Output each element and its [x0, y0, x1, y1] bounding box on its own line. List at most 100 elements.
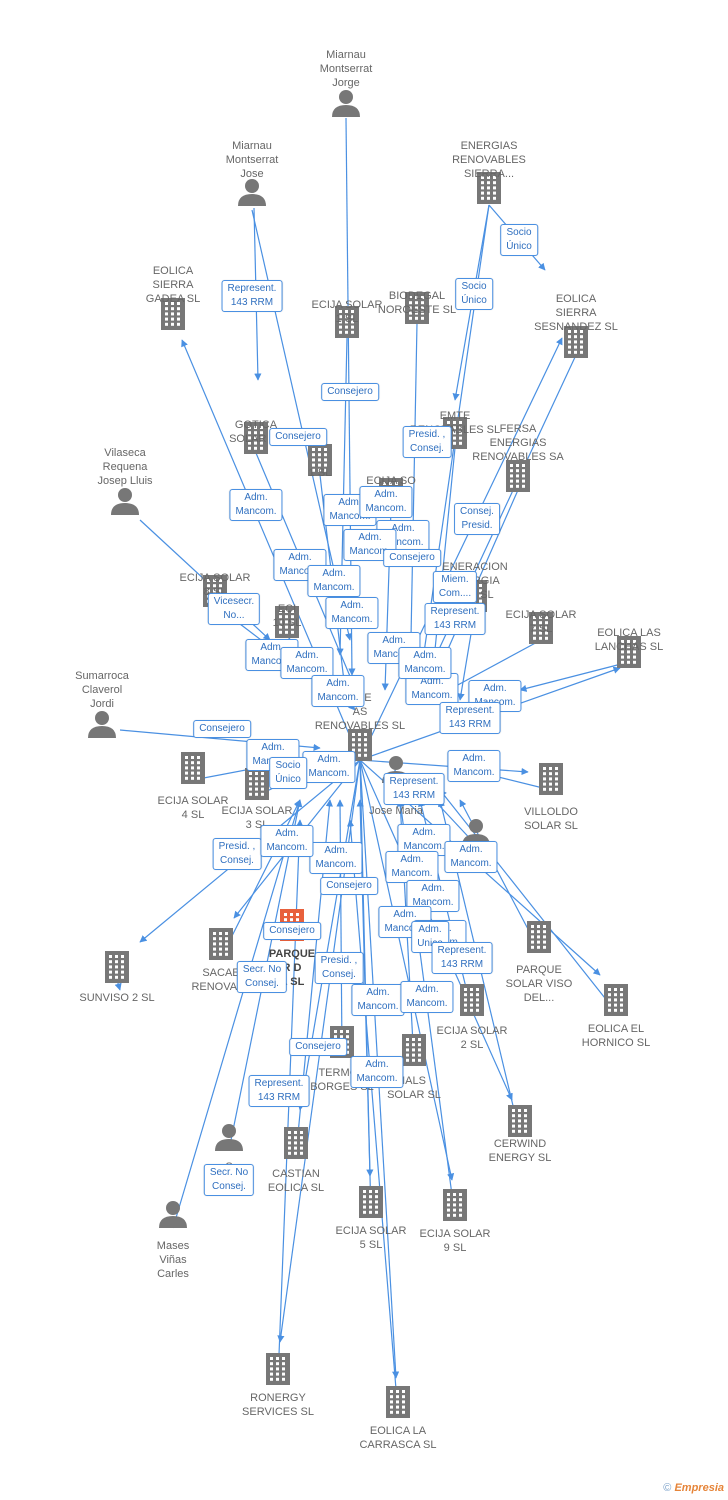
person-icon[interactable]	[332, 90, 360, 117]
relationship-role-label[interactable]: Socio Único	[269, 757, 307, 789]
relationship-role-label[interactable]: Adm. Mancom.	[343, 529, 397, 561]
company-node-label[interactable]: ECIJA SOLAR 8 SL	[179, 572, 251, 598]
building-icon[interactable]	[443, 1189, 467, 1221]
building-icon[interactable]	[105, 951, 129, 983]
company-node-label[interactable]: SUNVISO 2 SL	[79, 992, 155, 1004]
company-node-label[interactable]: EOLICA SIERRA SESNANDEZ SL	[534, 293, 618, 333]
company-node-label[interactable]: ECIJA SOLAR 2 SL	[436, 1025, 508, 1051]
relationship-role-label[interactable]: Consejero	[383, 549, 441, 567]
building-icon[interactable]	[477, 172, 501, 204]
person-icon[interactable]	[111, 488, 139, 515]
relationship-role-label[interactable]: Socio Único	[455, 278, 493, 310]
building-icon[interactable]	[405, 292, 429, 324]
relationship-role-label[interactable]: Consejero	[320, 877, 378, 895]
building-icon[interactable]	[284, 1127, 308, 1159]
building-icon[interactable]	[308, 444, 332, 476]
company-node-label[interactable]: EOLICA LAS LANCHAS SL	[594, 627, 664, 653]
relationship-role-label[interactable]: Presid. , Consej.	[402, 426, 452, 458]
relationship-role-label[interactable]: Adm. Mancom.	[309, 842, 363, 874]
relationship-role-label[interactable]: Adm. Mancom.	[350, 1056, 404, 1088]
person-icon[interactable]	[88, 711, 116, 738]
relationship-role-label[interactable]: Adm. Mancom.	[280, 647, 334, 679]
company-node-label[interactable]: ECIJA SOLAR 3 SL	[221, 805, 293, 831]
building-icon[interactable]	[539, 763, 563, 795]
person-node-label[interactable]: Miarnau Montserrat Jorge	[319, 49, 373, 89]
building-icon[interactable]	[245, 768, 269, 800]
relationship-role-label[interactable]: Represent. 143 RRM	[248, 1075, 310, 1107]
relationship-role-label[interactable]: Adm. Mancom.	[260, 825, 314, 857]
building-icon[interactable]	[209, 928, 233, 960]
person-node-label[interactable]: Mases Viñas Carles	[156, 1240, 190, 1280]
person-node-label[interactable]: Miarnau Montserrat Jose	[225, 140, 279, 180]
company-node-label[interactable]: CASTIAN EOLICA SL	[267, 1168, 325, 1194]
relationship-role-label[interactable]: Adm. Mancom.	[325, 597, 379, 629]
building-icon[interactable]	[402, 1034, 426, 1066]
relationship-role-label[interactable]: Represent. 143 RRM	[431, 942, 493, 974]
relationship-role-label[interactable]: Adm. Mancom.	[359, 486, 413, 518]
relationship-role-label[interactable]: Presid. , Consej.	[212, 838, 262, 870]
relationship-role-label[interactable]: Represent. 143 RRM	[383, 773, 445, 805]
relationship-role-label[interactable]: Adm. Mancom.	[398, 647, 452, 679]
company-node-label[interactable]: RONERGY SERVICES SL	[242, 1392, 314, 1418]
company-node-label[interactable]: IALS SOLAR SL	[387, 1075, 441, 1101]
building-icon[interactable]	[460, 984, 484, 1016]
company-node-label[interactable]: ECIJA SOLAR 5 SL	[335, 1225, 407, 1251]
building-icon[interactable]	[386, 1386, 410, 1418]
company-node-label[interactable]: CERWIND ENERGY SL	[488, 1138, 552, 1164]
building-icon[interactable]	[529, 612, 553, 644]
building-icon[interactable]	[244, 422, 268, 454]
footer-credit[interactable]: © Empresia	[663, 1482, 724, 1494]
building-icon[interactable]	[335, 306, 359, 338]
building-icon[interactable]	[359, 1186, 383, 1218]
company-node-label[interactable]: ECIJA SOLAR 1 SL	[311, 299, 383, 325]
relationship-role-label[interactable]: Adm. Mancom.	[229, 489, 283, 521]
relationship-role-label[interactable]: Consejero	[289, 1038, 347, 1056]
person-icon[interactable]	[238, 179, 266, 206]
company-node-label[interactable]: FERSA ENERGIAS RENOVABLES SA	[472, 423, 564, 463]
person-node-label[interactable]: Sumarroca Claverol Jordi	[75, 670, 129, 710]
relationship-role-label[interactable]: Represent. 143 RRM	[424, 603, 486, 635]
relationship-role-label[interactable]: Consej. Presid.	[454, 503, 500, 535]
relationship-role-label[interactable]: Represent. 143 RRM	[221, 280, 283, 312]
person-node-label[interactable]: Vilaseca Requena Josep Lluis	[97, 447, 153, 487]
company-node-label[interactable]: ENERGIAS RENOVABLES SIERRA...	[452, 140, 526, 180]
building-icon[interactable]	[564, 326, 588, 358]
relationship-role-label[interactable]: Secr. No Consej.	[203, 1164, 255, 1196]
relationship-role-label[interactable]: Consejero	[193, 720, 251, 738]
company-node-label[interactable]: ECIJA SOLAR 9 SL	[419, 1228, 491, 1254]
company-node-label[interactable]: ECIJA SOLAR 4 SL	[157, 795, 229, 821]
relationship-role-label[interactable]: Adm. Mancom.	[444, 841, 498, 873]
relationship-role-label[interactable]: Secr. No Consej.	[236, 961, 288, 993]
person-icon[interactable]	[159, 1201, 187, 1228]
company-node-label[interactable]: MTE AS RENOVABLES SL	[314, 692, 406, 732]
building-icon[interactable]	[506, 460, 530, 492]
relationship-role-label[interactable]: Socio Único	[500, 224, 538, 256]
company-node-label[interactable]: EOLICA SIERRA GADEA SL	[145, 265, 201, 305]
relationship-role-label[interactable]: Adm. Mancom.	[311, 675, 365, 707]
person-icon[interactable]	[215, 1124, 243, 1151]
relationship-role-label[interactable]: Vicesecr. No...	[207, 593, 261, 625]
relationship-role-label[interactable]: Consejero	[263, 922, 321, 940]
company-node-label[interactable]: SACAE RENOVABL	[191, 967, 251, 993]
relationship-role-label[interactable]: Presid. , Consej.	[314, 952, 364, 984]
relationship-role-label[interactable]: Consejero	[269, 428, 327, 446]
relationship-role-label[interactable]: Adm. Mancom.	[406, 880, 460, 912]
company-node-label[interactable]: ECI 10 SL	[272, 603, 302, 629]
company-node-label[interactable]: VILLOLDO SOLAR SL	[524, 806, 578, 832]
building-icon[interactable]	[161, 298, 185, 330]
relationship-role-label[interactable]: Adm. Mancom.	[302, 751, 356, 783]
relationship-role-label[interactable]: Represent. 143 RRM	[439, 702, 501, 734]
building-icon[interactable]	[275, 606, 299, 638]
building-icon[interactable]	[181, 752, 205, 784]
relationship-role-label[interactable]: Adm. Mancom.	[400, 981, 454, 1013]
company-node-label[interactable]: PARQUE SOLAR VISO DEL...	[505, 964, 573, 1004]
relationship-role-label[interactable]: Miem. Com....	[432, 571, 478, 603]
building-icon[interactable]	[527, 921, 551, 953]
company-node-label[interactable]: BIODEGAL NOROESTE SL	[377, 290, 457, 316]
building-icon[interactable]	[604, 984, 628, 1016]
company-node-label[interactable]: ECIJA SOLAR 7 SL	[505, 609, 577, 635]
relationship-role-label[interactable]: Adm. Mancom.	[447, 750, 501, 782]
building-icon[interactable]	[508, 1105, 532, 1137]
company-node-label[interactable]: EOLICA EL HORNICO SL	[581, 1023, 651, 1049]
relationship-role-label[interactable]: Consejero	[321, 383, 379, 401]
